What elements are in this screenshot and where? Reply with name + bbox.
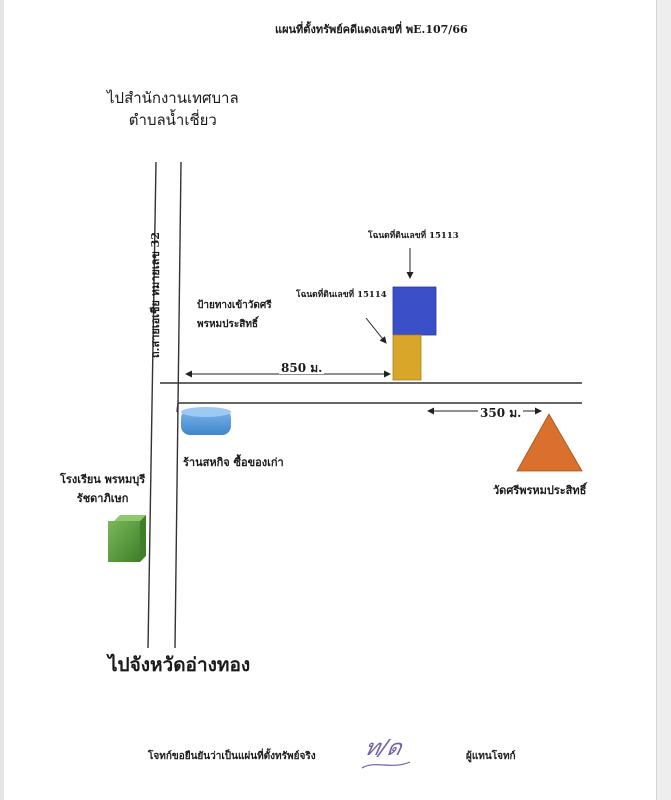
shop-label: ร้านสหกิจ ซื้อของเก่า bbox=[183, 456, 284, 469]
deed-label-15113: โฉนดที่ดินเลขที่ 15113 bbox=[368, 231, 459, 241]
shop-icon bbox=[181, 407, 231, 435]
page-edge-left bbox=[0, 0, 4, 800]
deed-plot-15114 bbox=[392, 334, 422, 381]
south-destination-label: ไปจังหวัดอ่างทอง bbox=[108, 654, 251, 676]
signpost-label: ป้ายทางเข้าวัดศรี พรหมประสิทธิ์ bbox=[197, 300, 272, 330]
temple-label: วัดศรีพรหมประสิทธิ์ bbox=[493, 484, 587, 497]
distance-label-350: 350 ม. bbox=[478, 406, 524, 420]
north-destination-label: ไปสำนักงานเทศบาล ตำบลน้ำเชี่ยว bbox=[107, 89, 239, 129]
pointer-arrow-deed-lower bbox=[365, 317, 387, 344]
deed-plot-15113 bbox=[392, 286, 437, 336]
side-road-corner bbox=[176, 402, 179, 413]
school-icon bbox=[108, 515, 146, 562]
highway-label: ถ.สายเอเชีย หมายเลข 32 bbox=[149, 232, 162, 358]
deed-label-15114: โฉนดที่ดินเลขที่ 15114 bbox=[296, 290, 387, 300]
map-title: แผนที่ตั้งทรัพย์คดีแดงเลขที่ พE.107/66 bbox=[275, 23, 468, 36]
highway-left-edge bbox=[147, 161, 157, 649]
school-label: โรงเรียน พรหมบุรี รัชดาภิเษก bbox=[60, 473, 146, 505]
certification-text: โจทก์ขอยืนยันว่าเป็นแผ่นที่ตั้งทรัพย์จริ… bbox=[148, 751, 316, 762]
signature: ท/ด bbox=[362, 736, 404, 761]
distance-label-850: 850 ม. bbox=[279, 361, 325, 375]
signer-role-label: ผู้แทนโจทก์ bbox=[466, 751, 516, 762]
page-edge-right bbox=[656, 0, 671, 800]
signature-scribble bbox=[361, 761, 411, 769]
temple-icon bbox=[516, 413, 583, 472]
